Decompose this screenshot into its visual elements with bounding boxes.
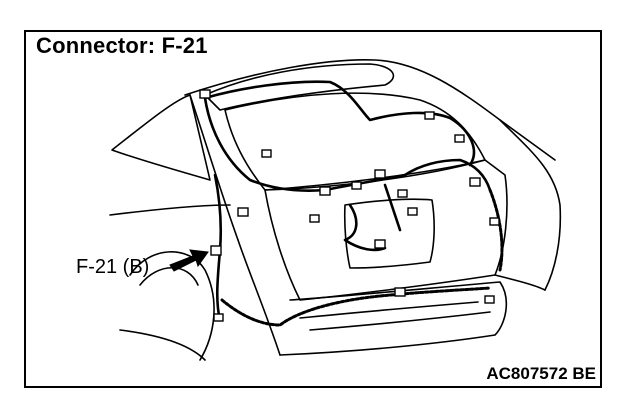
harness-plate [343, 203, 387, 252]
harness-window-left [203, 96, 327, 192]
rocker-line [119, 329, 206, 361]
connector-f21 [210, 245, 222, 256]
connector [407, 207, 418, 216]
harness-corrugated-right [488, 188, 504, 272]
connector [484, 295, 495, 304]
harness-center-drop [383, 183, 402, 232]
wheel-arch [129, 251, 215, 361]
connector [319, 186, 331, 196]
diagram-title: Connector: F-21 [36, 33, 208, 58]
right-side-outline [499, 119, 562, 291]
callout-arrow [169, 249, 209, 272]
connector [199, 89, 211, 99]
connector [489, 217, 500, 226]
rear-bumper [279, 281, 508, 356]
connector [374, 239, 386, 249]
c-pillar [189, 94, 239, 241]
connector [309, 214, 320, 223]
connector [424, 111, 435, 120]
figure-code: AC807572 BE [486, 364, 596, 383]
connector [469, 177, 481, 187]
right-bumper-edge [494, 274, 546, 291]
connector [394, 287, 406, 297]
license-plate-recess [343, 198, 435, 269]
connector [237, 207, 249, 217]
roof-outline [184, 58, 556, 161]
bumper-step [309, 311, 491, 331]
diagram-frame [24, 30, 602, 388]
roof-spoiler [204, 63, 395, 111]
quarter-panel-lower [237, 239, 281, 356]
connector [213, 313, 224, 322]
rear-window [224, 92, 486, 191]
connector [351, 181, 362, 190]
quarter-window [111, 94, 211, 181]
connector [261, 149, 272, 158]
harness-corrugated-lower [220, 286, 492, 327]
connector-callout-label: F-21 (B) [76, 256, 150, 278]
harness-upper [203, 80, 476, 167]
connector [397, 189, 408, 198]
connector [374, 169, 386, 179]
body-side-line [109, 204, 231, 216]
connector [454, 134, 465, 143]
bumper-lower [299, 301, 479, 319]
